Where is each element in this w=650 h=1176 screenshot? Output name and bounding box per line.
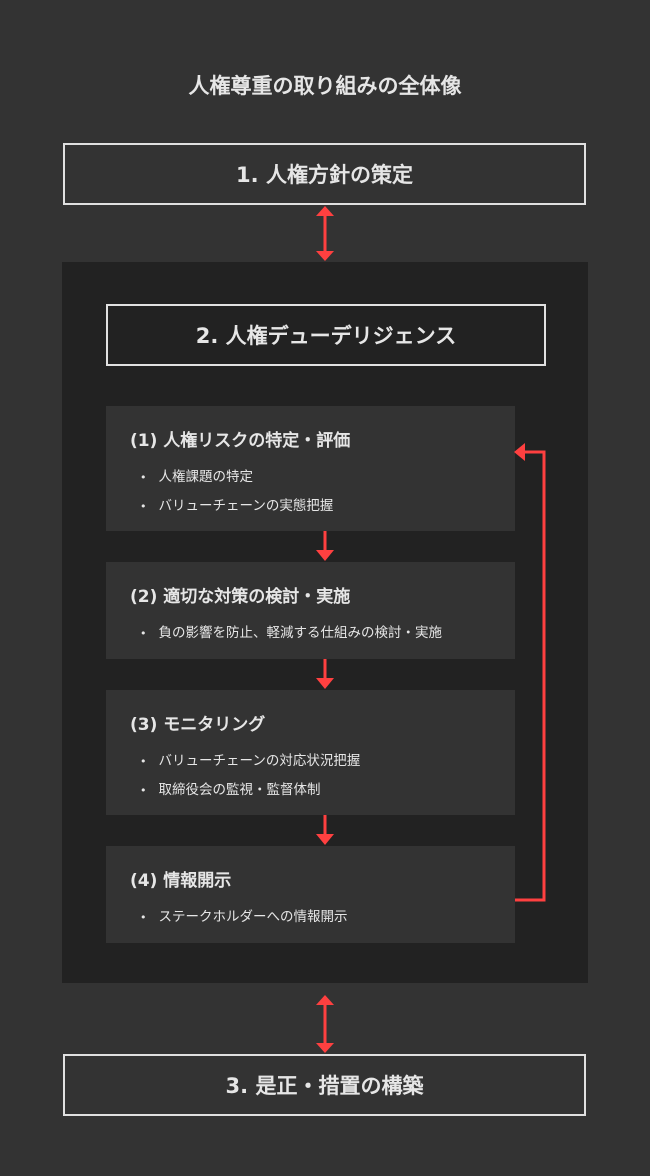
card-countermeasures: (2) 適切な対策の検討・実施 負の影響を防止、軽減する仕組みの検討・実施 (106, 562, 515, 659)
diagram-title: 人権尊重の取り組みの全体像 (188, 74, 462, 98)
list-item: ステークホルダーへの情報開示 (130, 903, 491, 932)
list-item: 人権課題の特定 (130, 463, 491, 492)
list-item: 取締役会の監視・監督体制 (130, 776, 491, 805)
double-arrow-icon (316, 995, 334, 1053)
step3-box: 3. 是正・措置の構築 (63, 1054, 586, 1116)
card-title: (3) モニタリング (130, 715, 266, 735)
card-risk-assessment: (1) 人権リスクの特定・評価 人権課題の特定バリューチェーンの実態把握 (106, 406, 515, 531)
down-arrow-icon (316, 659, 334, 689)
down-arrow-icon (316, 531, 334, 561)
list-item: バリューチェーンの実態把握 (130, 492, 491, 521)
step1-box: 1. 人権方針の策定 (63, 143, 586, 205)
card-disclosure: (4) 情報開示 ステークホルダーへの情報開示 (106, 846, 515, 943)
down-arrow-icon (316, 815, 334, 845)
list-item: バリューチェーンの対応状況把握 (130, 747, 491, 776)
card-title: (1) 人権リスクの特定・評価 (130, 431, 351, 451)
card-monitoring: (3) モニタリング バリューチェーンの対応状況把握取締役会の監視・監督体制 (106, 690, 515, 815)
list-item: 負の影響を防止、軽減する仕組みの検討・実施 (130, 619, 491, 648)
card-title: (2) 適切な対策の検討・実施 (130, 587, 351, 607)
step2-box: 2. 人権デューデリジェンス (106, 304, 546, 366)
feedback-arrow-icon (514, 443, 546, 902)
card-title: (4) 情報開示 (130, 871, 232, 891)
double-arrow-icon (316, 206, 334, 261)
